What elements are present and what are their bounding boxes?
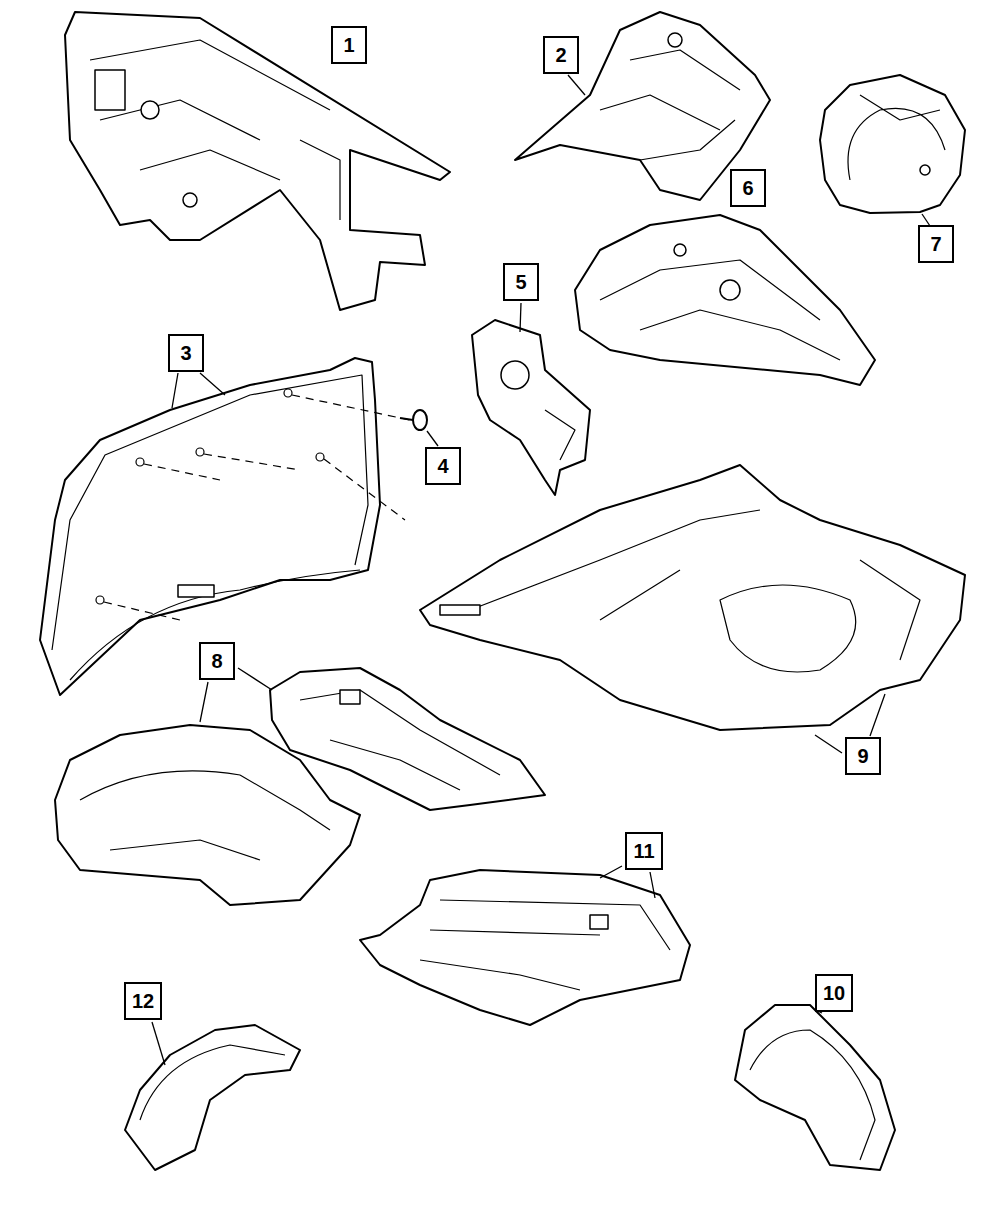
left-wheelhouse-silencer: [125, 1025, 300, 1170]
wheelhouse-cover: [820, 75, 965, 213]
callout-number: 8: [199, 642, 235, 680]
callout-number: 3: [168, 334, 204, 372]
trunk-silencer: [360, 870, 690, 1025]
dash-silencer: [65, 12, 450, 310]
callout-number: 10: [815, 974, 853, 1012]
callout-number: 1: [331, 26, 367, 64]
callout-number: 12: [124, 982, 162, 1020]
dash-outer-silencer: [575, 215, 875, 385]
carpet: [420, 465, 965, 730]
callout-number: 4: [425, 447, 461, 485]
callout-number: 6: [730, 169, 766, 207]
callout-number: 9: [845, 737, 881, 775]
leader-lines: [152, 75, 930, 1065]
callout-number: 7: [918, 225, 954, 263]
callout-number: 2: [543, 36, 579, 74]
side-silencer: [472, 320, 590, 495]
callout-number: 11: [625, 832, 662, 870]
push-pin: [400, 410, 427, 430]
hood-silencer: [40, 358, 410, 695]
callout-number: 5: [503, 263, 539, 301]
floor-silencer: [55, 668, 545, 905]
right-wheelhouse-silencer: [735, 1005, 895, 1170]
